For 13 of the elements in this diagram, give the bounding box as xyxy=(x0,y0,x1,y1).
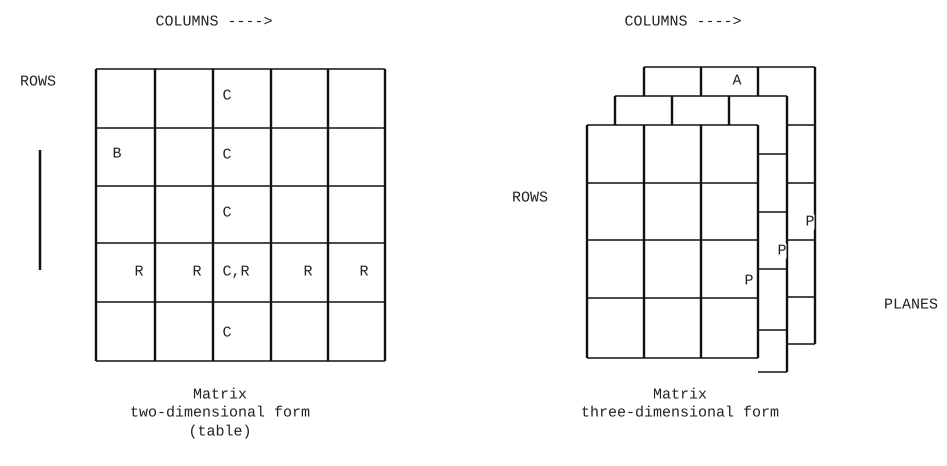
axis-label: PLANES xyxy=(884,296,938,314)
axis-label: COLUMNS ----> xyxy=(155,14,273,30)
figure-caption: two-dimensional form xyxy=(130,404,310,422)
figure-caption: (table) xyxy=(188,424,252,440)
axis-label: COLUMNS ----> xyxy=(624,14,742,30)
axis-label: ROWS xyxy=(20,74,56,90)
figure-caption: three-dimensional form xyxy=(580,404,780,422)
cell-letter: C,R xyxy=(222,264,250,280)
figure-caption: Matrix xyxy=(653,386,707,404)
figure-caption: Matrix xyxy=(193,386,247,404)
cell-letter: P xyxy=(806,214,814,230)
cell-letter: P xyxy=(778,244,786,258)
axis-label: ROWS xyxy=(512,190,548,206)
